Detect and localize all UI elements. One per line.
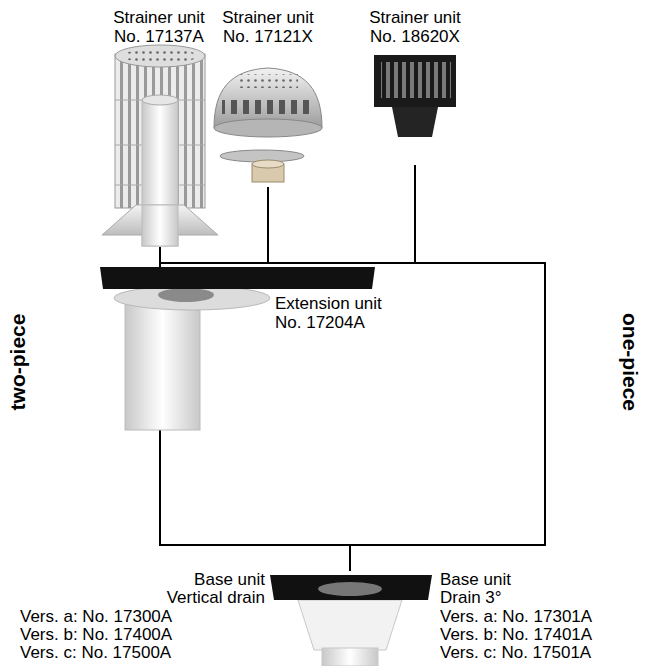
version-number: Vers. b: No. 17400A bbox=[20, 626, 265, 644]
version-number: Vers. a: No. 17301A bbox=[440, 608, 630, 626]
part-label: Extension unit No. 17204A bbox=[275, 294, 400, 332]
connector-line bbox=[160, 430, 350, 570]
part-label: Strainer unit No. 17137A bbox=[105, 8, 213, 46]
extension-unit-drawing bbox=[100, 267, 375, 430]
variant-label: Vertical drain bbox=[20, 589, 265, 607]
strainer-18620X-drawing bbox=[374, 55, 456, 137]
strainer-17137A-drawing bbox=[102, 45, 218, 246]
version-number: Vers. c: No. 17500A bbox=[20, 644, 265, 662]
strainer-unit: Strainer unit No. 17121X bbox=[213, 6, 324, 188]
version-number: Vers. c: No. 17501A bbox=[440, 644, 630, 662]
part-label: Base unit bbox=[20, 571, 265, 589]
assembly-type-label: one-piece bbox=[618, 313, 642, 411]
base-unit-drawing bbox=[270, 575, 432, 666]
extension-unit: Extension unit No. 17204A bbox=[95, 267, 425, 430]
connector-line bbox=[268, 188, 545, 570]
connector-line bbox=[350, 166, 545, 570]
part-label: Strainer unit No. 18620X bbox=[361, 8, 469, 46]
strainer-unit: Strainer unit No. 18620X bbox=[360, 6, 471, 166]
part-label: Base unit bbox=[440, 571, 630, 589]
assembly-type-label: two-piece bbox=[6, 314, 30, 411]
version-number: Vers. a: No. 17300A bbox=[20, 608, 265, 626]
part-label: Strainer unit No. 17121X bbox=[214, 8, 322, 46]
strainer-17121X-drawing bbox=[214, 68, 322, 182]
strainer-unit: Strainer unit No. 17137A bbox=[97, 6, 222, 248]
version-number: Vers. b: No. 17401A bbox=[440, 626, 630, 644]
base-unit: Base unitVertical drainVers. a: No. 1730… bbox=[15, 570, 635, 664]
variant-label: Drain 3° bbox=[440, 589, 630, 607]
